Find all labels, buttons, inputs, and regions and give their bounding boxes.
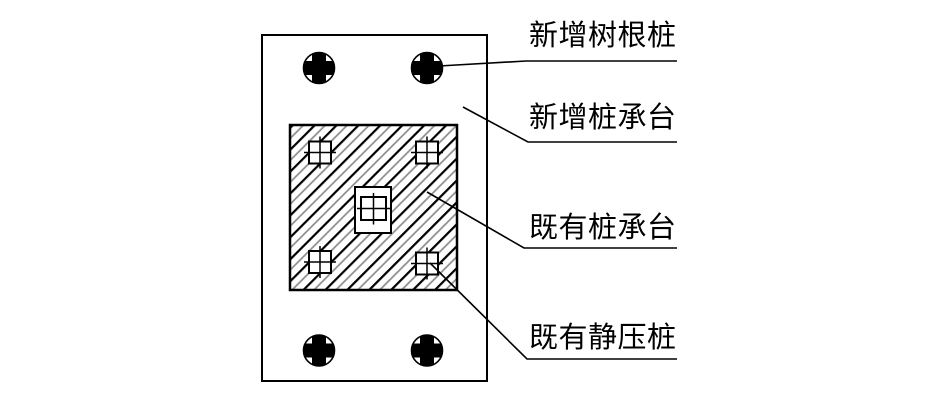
existing-jacked-pile-symbol-top-right (411, 136, 443, 169)
leader-line-new-pile-cap (462, 106, 677, 143)
leader-line-existing-jacked-pile (429, 262, 677, 360)
label-new-pile-cap: 新增桩承台 (529, 102, 677, 134)
existing-jacked-pile-symbol-top-left (304, 136, 336, 169)
center-column-symbol (354, 186, 392, 234)
existing-jacked-pile-symbol-bottom-left (304, 246, 336, 278)
label-existing-pile-cap: 既有桩承台 (529, 212, 677, 244)
new-root-pile-symbol-bottom-right (410, 334, 444, 367)
leader-line-existing-pile-cap (426, 191, 677, 249)
new-root-pile-symbol-top-left (302, 51, 336, 85)
label-existing-jacked-pile: 既有静压桩 (529, 322, 677, 354)
new-root-pile-symbol-top-right (410, 51, 444, 85)
new-root-pile-symbol-bottom-left (302, 334, 336, 367)
leader-line-new-root-pile (438, 60, 677, 67)
label-new-root-pile: 新增树根桩 (529, 20, 677, 52)
existing-jacked-pile-symbol-bottom-right (411, 247, 443, 280)
